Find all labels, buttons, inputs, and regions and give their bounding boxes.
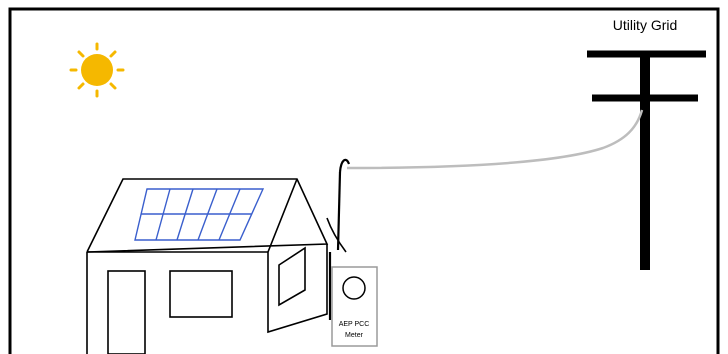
service-mast	[326, 158, 351, 320]
meter-label-line2: Meter	[345, 332, 364, 339]
utility-grid-label: Utility Grid	[613, 17, 678, 33]
aep-pcc-meter	[331, 266, 378, 347]
front-window	[169, 270, 233, 318]
service-wire	[346, 109, 644, 170]
sun-icon	[69, 42, 125, 98]
house-gable	[267, 178, 328, 334]
diagram-frame	[8, 7, 720, 354]
door	[107, 270, 146, 354]
meter-label-line1: AEP PCC	[339, 321, 370, 328]
house	[86, 178, 329, 354]
solar-panel-array	[134, 188, 265, 241]
side-window	[278, 246, 306, 307]
front-wall	[86, 251, 268, 354]
utility-pole	[587, 50, 706, 270]
